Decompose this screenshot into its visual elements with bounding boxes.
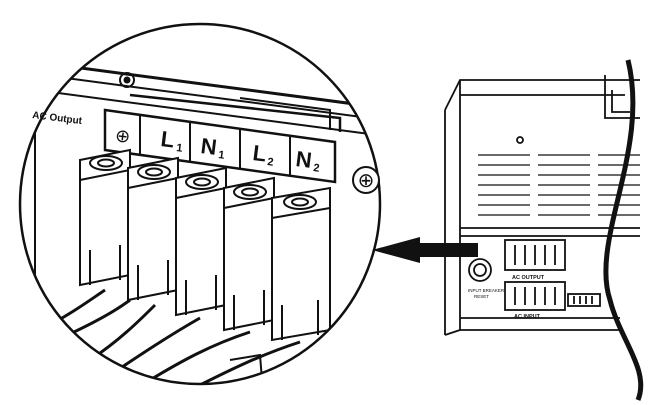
terminal-l2-subscript: 2 bbox=[267, 156, 275, 169]
terminal-n2-subscript: 2 bbox=[313, 162, 321, 175]
pointer-arrow bbox=[372, 237, 478, 263]
terminal-l2-letter: L bbox=[251, 140, 267, 166]
connector-block-5 bbox=[271, 186, 331, 342]
break-line bbox=[603, 59, 644, 401]
vent-grille bbox=[478, 154, 640, 216]
connector-block-1 bbox=[79, 148, 131, 287]
terminal-n1-subscript: 1 bbox=[218, 149, 226, 162]
connector-block-2 bbox=[127, 156, 179, 302]
knob-label-line2: RESET bbox=[474, 294, 489, 299]
side-ground-symbol: ⊕ bbox=[358, 170, 375, 192]
ac-input-label: AC INPUT bbox=[514, 314, 541, 320]
terminal-l1-letter: L bbox=[159, 126, 175, 152]
reset-knob bbox=[468, 258, 492, 282]
magnifier-circle-outline bbox=[18, 22, 382, 386]
ac-input-terminal bbox=[504, 281, 566, 311]
knob-label-line1: INPUT BREAKER bbox=[468, 288, 505, 293]
terminal-l1-subscript: 1 bbox=[176, 142, 184, 155]
side-ground-screw bbox=[352, 166, 380, 194]
terminal-n2-letter: N bbox=[294, 146, 313, 173]
connector-block-4 bbox=[223, 176, 275, 332]
ac-output-terminal bbox=[504, 239, 566, 271]
terminal-n1-letter: N bbox=[199, 133, 218, 160]
terminal-ground-label: ⊕ bbox=[114, 125, 131, 147]
ac-output-label: AC OUTPUT bbox=[512, 275, 545, 281]
connector-block-3 bbox=[175, 166, 227, 317]
magnified-terminal-view: ⊕ AC Output ⊕ L 1 N 1 L 2 N 2 bbox=[18, 22, 382, 386]
inverter-unit bbox=[444, 75, 640, 336]
